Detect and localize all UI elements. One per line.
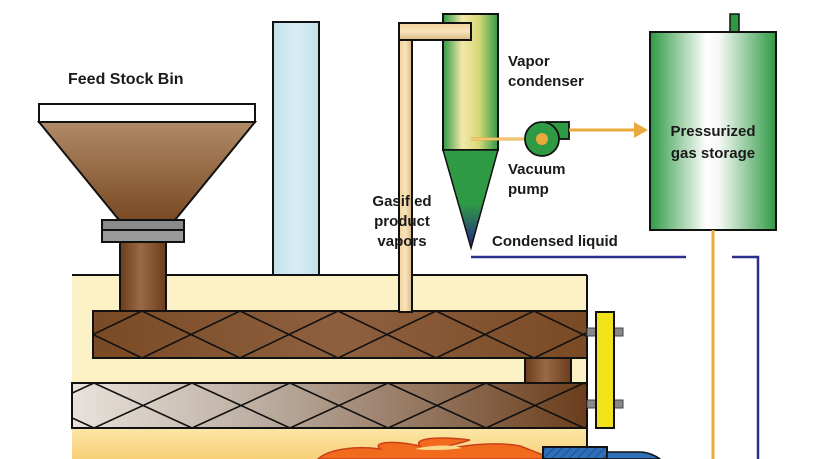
tank-icon: [649, 31, 777, 231]
gasified-label-3: vapors: [377, 233, 426, 250]
tank-valve: [729, 13, 740, 33]
vapor-condenser-label-1: Vapor: [508, 53, 550, 70]
upper-auger: [92, 310, 730, 359]
feed-chute: [119, 241, 167, 313]
auger-flight-line: [632, 311, 730, 358]
auger-flight-line: [72, 417, 95, 428]
auger-flight-line: [93, 311, 143, 336]
auger-connector: [524, 357, 572, 384]
condensed-liquid-line-return: [732, 255, 760, 459]
gas-storage-label-2: gas storage: [671, 145, 755, 162]
condensed-liquid-label: Condensed liquid: [492, 233, 618, 250]
burner-icon: [542, 446, 608, 459]
hopper-collar: [101, 219, 185, 231]
pressurized-gas-storage: [649, 13, 777, 231]
auger-flight-line: [72, 383, 95, 394]
chimney: [272, 21, 320, 281]
motor-bracket-icon: [595, 311, 615, 429]
cyclone-icon: [442, 149, 499, 251]
gas-storage-label-1: Pressurized: [670, 123, 755, 140]
pump-hub: [536, 133, 548, 145]
hopper-rim: [38, 103, 256, 123]
auger-flight-line: [533, 331, 587, 358]
auger-flight-line: [682, 383, 780, 428]
drive-plate: [586, 311, 624, 429]
vacuum-pump-label-2: pump: [508, 181, 549, 198]
auger-flight-line: [387, 383, 487, 428]
feed-stock-bin: [36, 103, 258, 313]
auger-flight-line: [632, 311, 730, 358]
burner-nozzle: [606, 451, 662, 459]
vacuum-pump-label-1: Vacuum: [508, 161, 566, 178]
flame-tongue: [415, 445, 462, 451]
auger-flight-line: [93, 383, 193, 428]
lower-auger: [71, 382, 780, 429]
auger-flight-line: [239, 311, 339, 358]
auger-flight-line: [485, 383, 585, 428]
vacuum-pump: [524, 121, 570, 157]
auger-flight-line: [337, 311, 437, 358]
auger-flight-line: [682, 383, 780, 428]
auger-flight-line: [141, 311, 241, 358]
vapor-condenser: [398, 13, 499, 251]
hopper-neck: [101, 229, 185, 243]
arrow-icon: [634, 122, 648, 138]
gasified-label-2: product: [374, 213, 430, 230]
auger-flight-line: [289, 383, 389, 428]
auger-flight-line: [93, 333, 143, 358]
hopper-icon: [36, 121, 258, 221]
auger-flight-line: [435, 311, 535, 358]
feed-stock-bin-label: Feed Stock Bin: [68, 71, 184, 88]
auger-flight-line: [191, 383, 291, 428]
vapor-condenser-label-2: condenser: [508, 73, 584, 90]
gasified-label-1: Gasified: [372, 193, 431, 210]
